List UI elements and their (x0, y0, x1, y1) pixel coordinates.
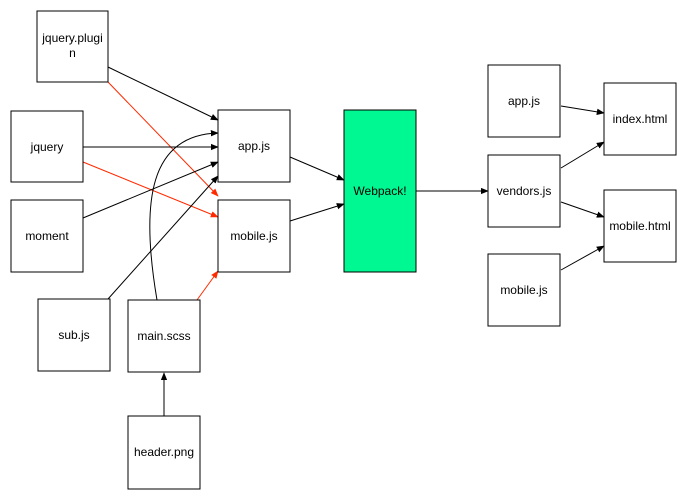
nodes: jquery.plugi n jquery moment sub.js main… (10, 10, 677, 490)
node-main-scss: main.scss (127, 299, 201, 373)
node-main-scss-label: main.scss (137, 329, 190, 343)
node-index-html-label: index.html (613, 112, 668, 126)
edge-jquery-plugin-to-mobile-js (107, 81, 219, 197)
node-mobile-html-label: mobile.html (609, 219, 670, 233)
edges (82, 66, 605, 416)
node-header-png: header.png (127, 415, 201, 490)
node-moment: moment (10, 199, 84, 273)
node-moment-label: moment (25, 229, 69, 243)
node-sub-js: sub.js (37, 298, 111, 372)
node-index-html: index.html (603, 82, 677, 156)
node-vendors-js-label: vendors.js (497, 184, 552, 198)
node-jquery: jquery (10, 110, 84, 183)
node-mobile-js: mobile.js (217, 199, 291, 273)
edge-vendors-js-to-mobile-html (560, 201, 605, 218)
edge-moment-to-app-js (82, 161, 219, 219)
edge-app-js-to-webpack (289, 156, 345, 181)
edge-main-scss-to-app-js (149, 130, 219, 301)
node-jquery-plugin: jquery.plugi n (36, 10, 109, 83)
node-mobile-html: mobile.html (603, 189, 677, 263)
node-sub-js-label: sub.js (58, 328, 89, 342)
node-app-js: app.js (217, 109, 291, 183)
edge-out-mobile-js-to-mobile-html (560, 245, 605, 271)
node-output-app-js-label: app.js (508, 94, 540, 108)
node-webpack: Webpack! (343, 109, 417, 273)
node-output-app-js: app.js (487, 64, 561, 138)
node-vendors-js: vendors.js (487, 154, 561, 228)
edge-main-scss-to-mobile-js (196, 270, 219, 301)
edge-out-app-js-to-index-html (560, 105, 605, 116)
edge-mobile-js-to-webpack (289, 203, 345, 222)
edge-jquery-plugin-to-app-js (107, 66, 219, 121)
node-jquery-plugin-label-line2: n (69, 46, 76, 60)
node-app-js-label: app.js (238, 139, 270, 153)
edge-vendors-js-to-index-html (560, 141, 605, 169)
node-mobile-js-label: mobile.js (230, 229, 277, 243)
node-jquery-plugin-label-line1: jquery.plugi (41, 31, 102, 45)
edge-sub-js-to-app-js (107, 175, 219, 300)
node-webpack-label: Webpack! (353, 184, 406, 198)
node-jquery-label: jquery (30, 140, 64, 154)
node-header-png-label: header.png (134, 445, 194, 459)
node-output-mobile-js-label: mobile.js (500, 283, 547, 297)
node-output-mobile-js: mobile.js (487, 253, 561, 327)
